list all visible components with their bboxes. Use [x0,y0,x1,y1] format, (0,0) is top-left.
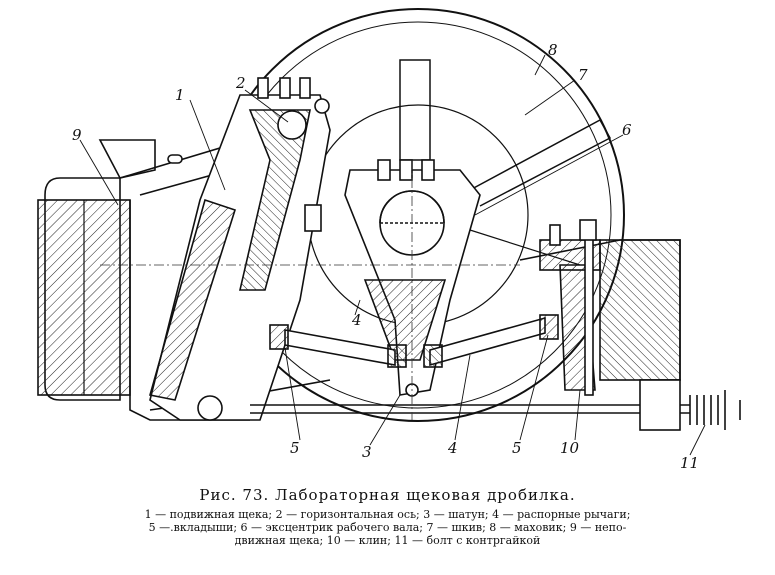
label-11: 11 [680,454,699,472]
label-9: 9 [72,126,82,144]
leader-lines [79,54,706,456]
label-10: 10 [560,439,580,457]
figure-caption: Рис. 73. Лабораторная щековая дробилка. … [0,486,775,547]
jaw-crusher-drawing: 1 2 9 8 7 6 4 5 3 4 5 10 11 [37,8,741,472]
caption-title: Рис. 73. Лабораторная щековая дробилка. [199,486,576,504]
label-2: 2 [235,74,246,92]
label-7: 7 [578,66,588,84]
center-lines [100,160,520,420]
legend-line: 1 — подвижная щека; 2 — горизонтальная о… [144,508,631,521]
legend-line: движная щека; 10 — клин; 11 — болт с кон… [234,534,541,547]
toggle-levers [269,314,559,368]
label-5-left: 5 [290,439,300,457]
connecting-rod [344,159,481,397]
wedge-and-bolt [197,219,741,431]
legend-line: 5 —.вкладыши; 6 — эксцентрик рабочего ва… [148,521,627,534]
label-4-top: 4 [351,311,362,329]
label-1: 1 [175,86,185,104]
stationary-jaw [37,139,231,401]
label-4-bottom: 4 [447,439,458,457]
label-3: 3 [362,443,372,461]
label-8: 8 [548,41,558,59]
caption-legend: 1 — подвижная щека; 2 — горизонтальная о… [0,508,775,547]
label-6: 6 [622,121,632,139]
label-5-right: 5 [512,439,522,457]
movable-jaw [148,77,331,421]
